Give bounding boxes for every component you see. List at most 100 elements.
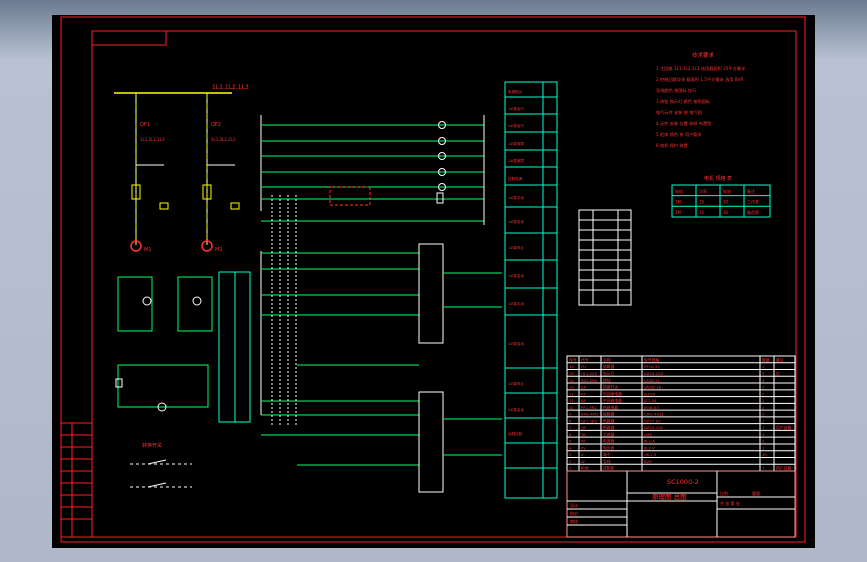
bom-cell: 互感器	[603, 432, 615, 437]
spec-cell: 30	[723, 210, 729, 215]
inner-frame	[91, 30, 797, 538]
main-power-circuit: 1L1,1L2,1L3 QF1 QF2 1L1,1L2,1L3 2L1,2L2,…	[114, 84, 249, 253]
spec-cell: 工作泵	[747, 199, 759, 205]
bom-cell: PA	[581, 439, 586, 444]
outer-frame	[60, 16, 806, 543]
bom-cell: X	[581, 452, 584, 457]
note-line: 5.柜体 颜色 按 用户要求	[656, 131, 702, 138]
bom-cell: KT	[581, 391, 586, 396]
cad-drawing-canvas[interactable]: 1L1,1L2,1L3 QF1 QF2 1L1,1L2,1L3 2L1,2L2,…	[52, 15, 815, 548]
bom-cell: 3	[569, 452, 572, 457]
revision-strip	[60, 422, 93, 538]
bom-cell: UK-2.5	[644, 452, 657, 457]
bom-cell: 2	[762, 391, 765, 396]
bom-cell: 按钮	[603, 378, 611, 383]
bom-cell: 1	[762, 466, 765, 471]
note-line: 2.控制回路导线 截面积 1.5平方毫米 选用 BVR	[656, 76, 743, 83]
function-label: 2#泵手动	[508, 301, 524, 306]
bom-cell: 15	[569, 371, 574, 376]
bom-cell: 5	[762, 371, 765, 376]
function-label: 1#泵手动	[508, 195, 524, 200]
indicator-lamps	[438, 121, 446, 191]
bom-cell: 用户自备	[776, 425, 791, 430]
bom-cell: 6L2-A	[644, 439, 655, 444]
bom-header-cell: 备注	[776, 357, 784, 362]
bom-cell: 2	[762, 439, 765, 444]
bom-cell: KM1-KM2	[581, 412, 599, 417]
bom-cell: 4	[569, 445, 572, 450]
function-label: 1#泵停止	[508, 245, 524, 250]
bom-cell: W	[581, 459, 585, 464]
svg-text:QF1: QF1	[140, 122, 150, 128]
bom-cell: 接触器	[603, 412, 615, 417]
spec-cell: 备注	[747, 188, 755, 194]
bom-cell: 1	[569, 466, 572, 471]
bom-cell: 2	[762, 412, 765, 417]
bom-cell: 14	[569, 378, 574, 383]
function-label: 1#泵启动	[508, 273, 524, 278]
bom-cell: 端子	[603, 452, 611, 457]
bom-cell: 导线	[603, 459, 611, 464]
bom-cell: JSZ3A	[643, 391, 656, 396]
bom-cell: QF	[581, 425, 586, 430]
bom-cell: JZ7-44	[643, 398, 657, 403]
bom-cell: SA	[581, 385, 586, 390]
function-column	[504, 81, 558, 499]
bom-cell: 中间继电器	[603, 398, 622, 403]
bom-cell: 2	[762, 418, 765, 423]
spec-cell: 备用泵	[747, 209, 759, 215]
bom-cell: 9	[569, 412, 572, 417]
bom-cell: RT18-32	[644, 364, 660, 369]
note-line: 1.主回路 1L1,1L2,1L3 选用截面积 25平方毫米	[656, 65, 746, 72]
function-label: 电源指示	[508, 89, 523, 94]
bom-cell: 时间继电器	[603, 391, 622, 396]
note-line: 6.电机 保护 装置	[656, 142, 688, 149]
title-block: SC1000-2 原理图 总图 设计 校对 审核 比例 重量 共 张 第 张	[566, 470, 796, 538]
function-label: 2#泵启动	[508, 407, 524, 412]
bom-cell: 10	[569, 405, 574, 410]
spec-cell: 电机	[675, 188, 683, 194]
svg-text:校对: 校对	[570, 510, 578, 516]
bom-cell: 2	[569, 459, 572, 464]
bom-cell: 热继电器	[603, 405, 618, 410]
bom-cell: JR36-63	[643, 405, 659, 410]
bom-cell: 电流表	[603, 439, 615, 444]
svg-text:共 张 第 张: 共 张 第 张	[720, 500, 740, 506]
function-label: 2#泵故障	[508, 158, 524, 163]
bom-cell: LMZ	[644, 432, 652, 437]
svg-text:重量: 重量	[752, 490, 760, 496]
bom-cell: 1	[762, 445, 765, 450]
bom-cell: 6L2-V	[644, 445, 655, 450]
function-label: 2#泵停止	[508, 381, 524, 386]
spec-cell: 30	[723, 200, 729, 205]
function-label: 1#泵运行	[508, 106, 524, 111]
svg-text:设计: 设计	[570, 502, 578, 508]
bom-cell: 1	[762, 364, 765, 369]
bom-cell: 2	[762, 405, 765, 410]
note-line: 电气元件 安装 按 电气图	[656, 109, 702, 116]
bom-cell: 电压表	[603, 445, 615, 450]
dashed-interlocks	[271, 195, 297, 425]
bom-cell: 柜体	[581, 466, 589, 471]
meter-terminal-strip	[218, 271, 251, 423]
bom-cell: 4	[762, 378, 765, 383]
bom-cell: AD16-22D	[644, 371, 664, 376]
bom-cell: HL1-HL5	[581, 371, 598, 376]
bom-header-cell: 数量	[762, 357, 770, 362]
function-label: 远程控制	[508, 431, 523, 436]
terminal-table	[578, 209, 632, 306]
bom-cell: FU	[581, 364, 586, 369]
note-line: 导线颜色 按国标 执行	[656, 87, 696, 94]
svg-text:转换开关: 转换开关	[142, 442, 162, 449]
schematic-drawing: 1L1,1L2,1L3 QF1 QF2 1L1,1L2,1L3 2L1,2L2,…	[60, 16, 806, 543]
bom-cell: QF1-QF2	[581, 418, 598, 423]
svg-text:2L1,2L2,2L3: 2L1,2L2,2L3	[211, 137, 236, 142]
svg-text:1L1,1L2,1L3: 1L1,1L2,1L3	[140, 137, 165, 142]
svg-text:审核: 审核	[570, 518, 578, 524]
note-line: 3.按钮 指示灯 颜色 按照国标	[656, 98, 710, 105]
bom-cell: 指示灯	[603, 371, 615, 376]
bom-cell: LW5D-16	[644, 385, 662, 390]
bom-cell: 2	[762, 385, 765, 390]
bom-cell: 11	[569, 398, 574, 403]
